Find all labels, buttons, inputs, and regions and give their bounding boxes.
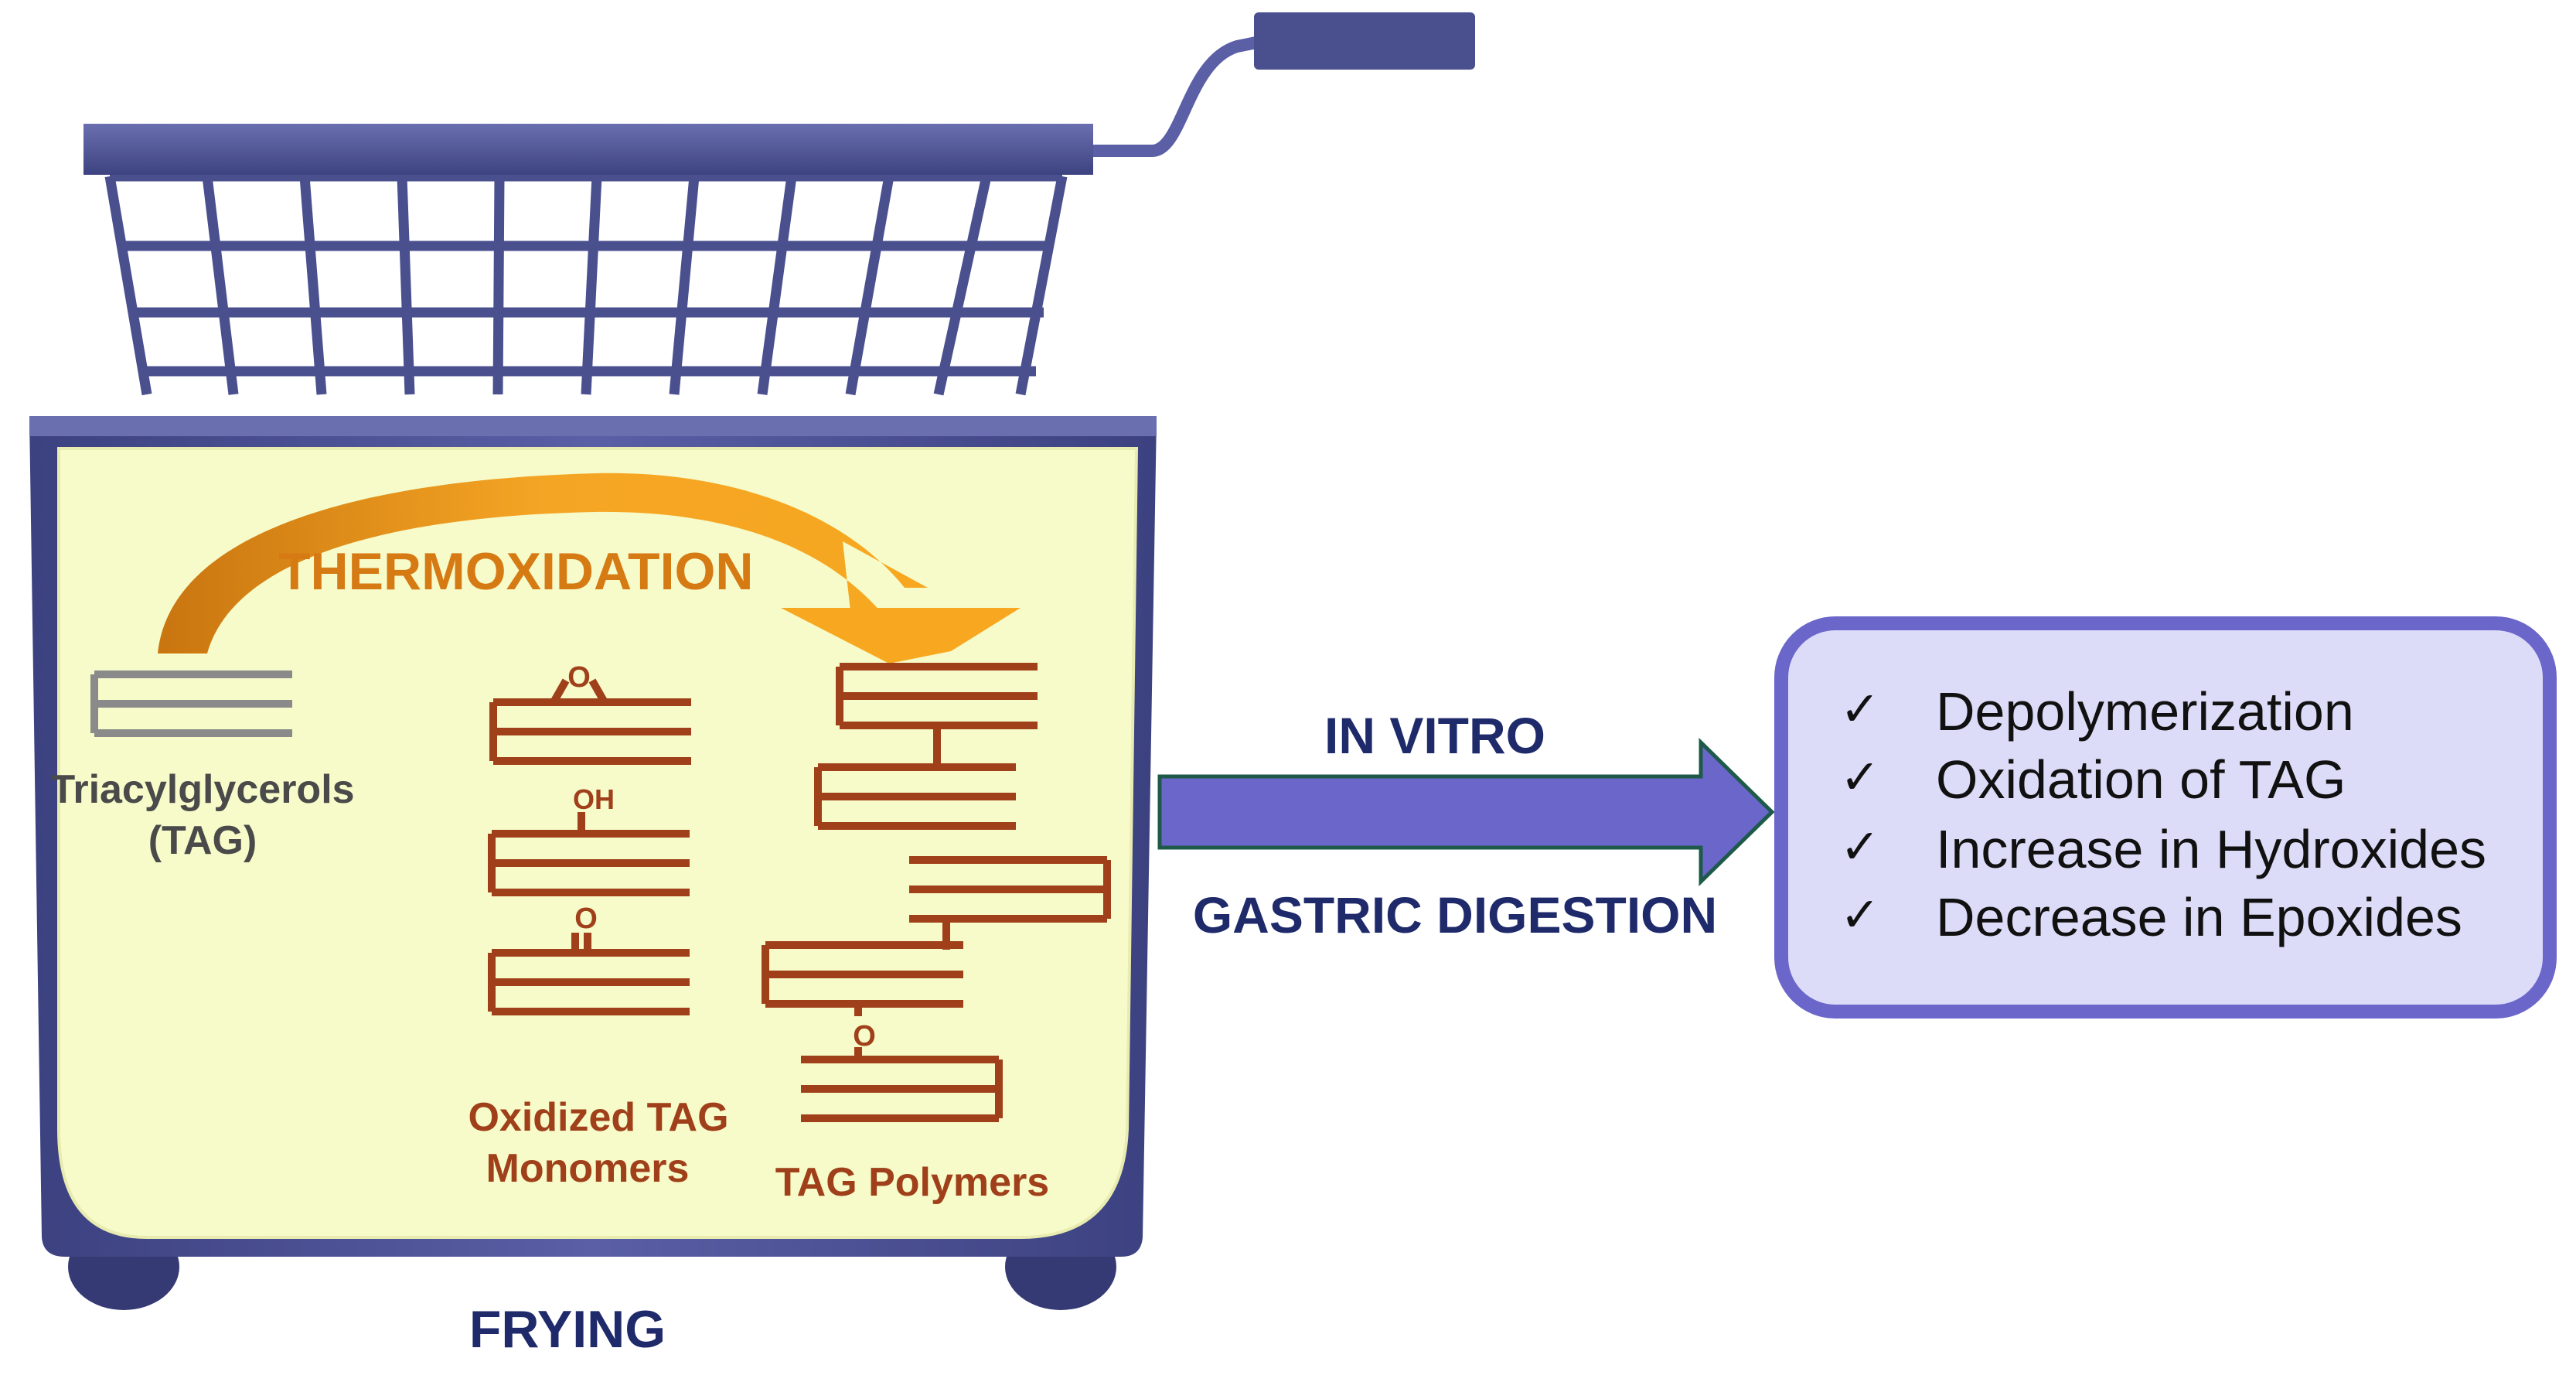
oxidized-label-line1: Oxidized TAG xyxy=(468,1095,728,1140)
result-item-1: Depolymerization xyxy=(1936,681,2354,742)
basket-rim xyxy=(83,124,1093,175)
polymer-unit-2 xyxy=(814,763,1016,830)
thermoxidation-arrow-head xyxy=(781,608,1021,664)
fryer-rim xyxy=(29,416,1157,436)
in-vitro-label: IN VITRO xyxy=(1324,707,1545,764)
result-item-3: Increase in Hydroxides xyxy=(1936,819,2486,879)
tag-label-line2: (TAG) xyxy=(148,818,257,863)
tag-polymers xyxy=(762,663,1111,1122)
gastric-digestion-label: GASTRIC DIGESTION xyxy=(1193,886,1717,944)
ether-group-label: O xyxy=(853,1020,876,1053)
fryer-basket xyxy=(83,12,1475,396)
epoxide-group-label: O xyxy=(567,661,591,694)
digestion-arrow xyxy=(1157,738,1775,886)
result-check-4: ✓ xyxy=(1840,886,1880,943)
oxidized-monomers xyxy=(488,678,691,1015)
thermoxidation-label: THERMOXIDATION xyxy=(278,542,754,601)
result-check-1: ✓ xyxy=(1840,681,1880,737)
keto-monomer xyxy=(488,933,690,1015)
hydroxyl-monomer xyxy=(488,812,690,896)
result-item-4: Decrease in Epoxides xyxy=(1936,887,2462,947)
results-box-frame xyxy=(1774,616,2557,1019)
basket-wire-mesh xyxy=(104,171,1068,396)
tag-label-line1: Triacylglycerols xyxy=(50,767,354,812)
thermoxidation-arrow-body xyxy=(158,473,928,653)
thermoxidation-arrow xyxy=(158,473,1021,664)
keto-group-label: O xyxy=(574,903,598,935)
polymers-label: TAG Polymers xyxy=(775,1160,1049,1205)
basket-handle-rod xyxy=(1076,36,1262,157)
hydroxyl-group-label: OH xyxy=(573,783,615,815)
digestion-arrow-shape xyxy=(1157,738,1775,886)
polymer-unit-3 xyxy=(909,856,1111,923)
epoxide-monomer xyxy=(489,678,691,765)
results-box: ✓ Depolymerization ✓ Oxidation of TAG ✓ … xyxy=(1774,616,2557,1019)
tag-molecule xyxy=(90,671,292,737)
polymer-unit-5 xyxy=(801,1056,1003,1122)
frying-label: FRYING xyxy=(469,1300,666,1359)
oxidized-label-line2: Monomers xyxy=(486,1146,690,1191)
result-check-3: ✓ xyxy=(1840,818,1880,875)
result-check-2: ✓ xyxy=(1840,749,1880,805)
result-item-2: Oxidation of TAG xyxy=(1936,749,2346,810)
polymer-unit-4 xyxy=(762,941,963,1008)
basket-handle-grip xyxy=(1254,12,1475,70)
